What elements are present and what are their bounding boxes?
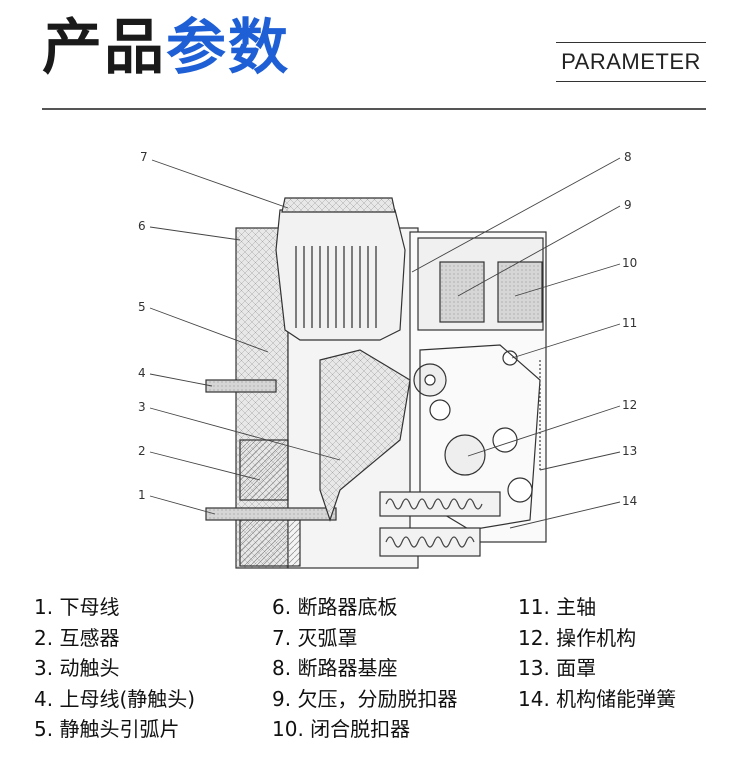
callout-5: 5: [138, 300, 146, 314]
callout-4: 4: [138, 366, 146, 380]
legend-column-3: 11. 主轴 12. 操作机构 13. 面罩 14. 机构储能弹簧: [518, 592, 676, 714]
callout-12: 12: [622, 398, 637, 412]
legend-column-2: 6. 断路器底板 7. 灭弧罩 8. 断路器基座 9. 欠压，分励脱扣器 10.…: [272, 592, 457, 745]
callout-9: 9: [624, 198, 632, 212]
legend-item-6: 6. 断路器底板: [272, 595, 398, 619]
legend-item-1: 1. 下母线: [34, 595, 120, 619]
callout-13: 13: [622, 444, 637, 458]
legend-item-8: 8. 断路器基座: [272, 656, 398, 680]
page-title: 产品参数: [42, 18, 290, 78]
legend-item-7: 7. 灭弧罩: [272, 625, 358, 650]
callout-6: 6: [138, 219, 146, 233]
callout-2: 2: [138, 444, 146, 458]
callout-14: 14: [622, 494, 637, 508]
legend-column-1: 1. 下母线 2. 互感器 3. 动触头 4. 上母线(静触头) 5. 静触头引…: [34, 592, 195, 745]
legend-item-13: 13. 面罩: [518, 656, 597, 680]
title-part-1: 产品: [42, 13, 166, 83]
callout-10: 10: [622, 256, 637, 270]
subtitle-box: PARAMETER: [556, 42, 706, 82]
legend-item-12: 12. 操作机构: [518, 625, 637, 650]
callout-7: 7: [140, 150, 148, 164]
callout-numbers: 7 6 5 4 3 2 1 8 9 10 11 12 13 14: [138, 150, 637, 508]
breaker-cross-section-diagram: 7 6 5 4 3 2 1 8 9 10 11 12 13 14: [138, 150, 637, 569]
legend-item-4: 4. 上母线(静触头): [34, 686, 196, 711]
legend-item-9: 9. 欠压，分励脱扣器: [272, 686, 458, 711]
title-part-2: 参数: [166, 13, 290, 83]
callout-3: 3: [138, 400, 146, 414]
subtitle: PARAMETER: [561, 49, 701, 74]
callout-11: 11: [622, 316, 637, 330]
legend-item-14: 14. 机构储能弹簧: [518, 686, 677, 711]
legend-item-2: 2. 互感器: [34, 625, 120, 650]
breaker-housing: [205, 197, 547, 569]
header-divider: [42, 108, 706, 110]
callout-1: 1: [138, 488, 146, 502]
legend-item-5: 5. 静触头引弧片: [34, 717, 180, 741]
legend-item-11: 11. 主轴: [518, 595, 597, 619]
legend-item-10: 10. 闭合脱扣器: [272, 717, 411, 741]
callout-8: 8: [624, 150, 632, 164]
callout-lines: [149, 157, 621, 529]
legend-item-3: 3. 动触头: [34, 656, 120, 680]
